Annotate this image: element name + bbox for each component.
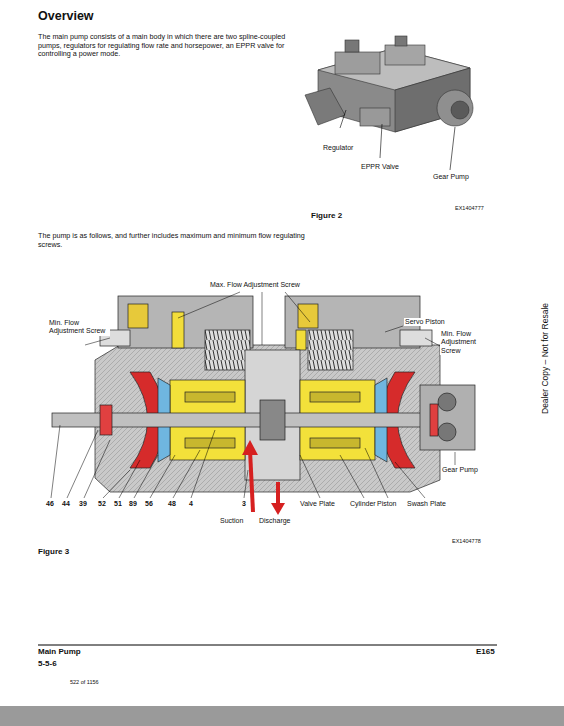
part-label: Piston	[377, 500, 396, 508]
flow-label: Discharge	[259, 517, 291, 525]
callout-number: 52	[98, 500, 106, 508]
page-edge	[0, 706, 564, 726]
part-label: Valve Plate	[300, 500, 335, 508]
part-label: EPPR Valve	[360, 163, 400, 171]
page-title: Overview	[38, 9, 94, 24]
callout-number: 56	[145, 500, 153, 508]
callout-number: 3	[242, 500, 246, 508]
figure-code: EX1404778	[452, 538, 481, 545]
footer-text: Main Pump	[38, 647, 81, 657]
part-label: Gear Pump	[441, 466, 479, 474]
body-text: The main pump consists of a main body in…	[38, 33, 306, 59]
body-text: The pump is as follows, and further incl…	[38, 232, 306, 249]
part-label: Min. Flow Adjustment Screw	[48, 319, 110, 336]
callout-number: 51	[114, 500, 122, 508]
part-label: Cylinder	[350, 500, 376, 508]
callout-number: 44	[62, 500, 70, 508]
watermark: Dealer Copy – Not for Resale	[540, 303, 550, 414]
footer-rule	[38, 645, 497, 646]
callout-number: 89	[129, 500, 137, 508]
leader-lines	[51, 292, 455, 498]
flow-label: Suction	[220, 517, 243, 525]
footer-text: 5-5-6	[38, 659, 57, 669]
figure-code: EX1404777	[455, 205, 484, 212]
part-label: Servo Piston	[404, 318, 446, 326]
part-label: Regulator	[322, 144, 354, 152]
flow-arrows	[242, 440, 285, 515]
figure-caption: Figure 3	[38, 547, 69, 557]
page-number: 522 of 1156	[70, 679, 99, 686]
part-label: Min. Flow Adjustment Screw	[440, 330, 490, 355]
callout-number: 4	[189, 500, 193, 508]
part-label: Max. Flow Adjustment Screw	[209, 281, 301, 289]
callout-number: 46	[46, 500, 54, 508]
pump-cross-section	[52, 296, 475, 492]
part-label: Swash Plate	[407, 500, 446, 508]
callout-number: 48	[168, 500, 176, 508]
footer-text: E165	[476, 647, 495, 657]
callout-number: 39	[79, 500, 87, 508]
pump-3d-view	[305, 36, 473, 170]
part-label: Gear Pump	[432, 173, 470, 181]
figure-caption: Figure 2	[311, 211, 342, 221]
